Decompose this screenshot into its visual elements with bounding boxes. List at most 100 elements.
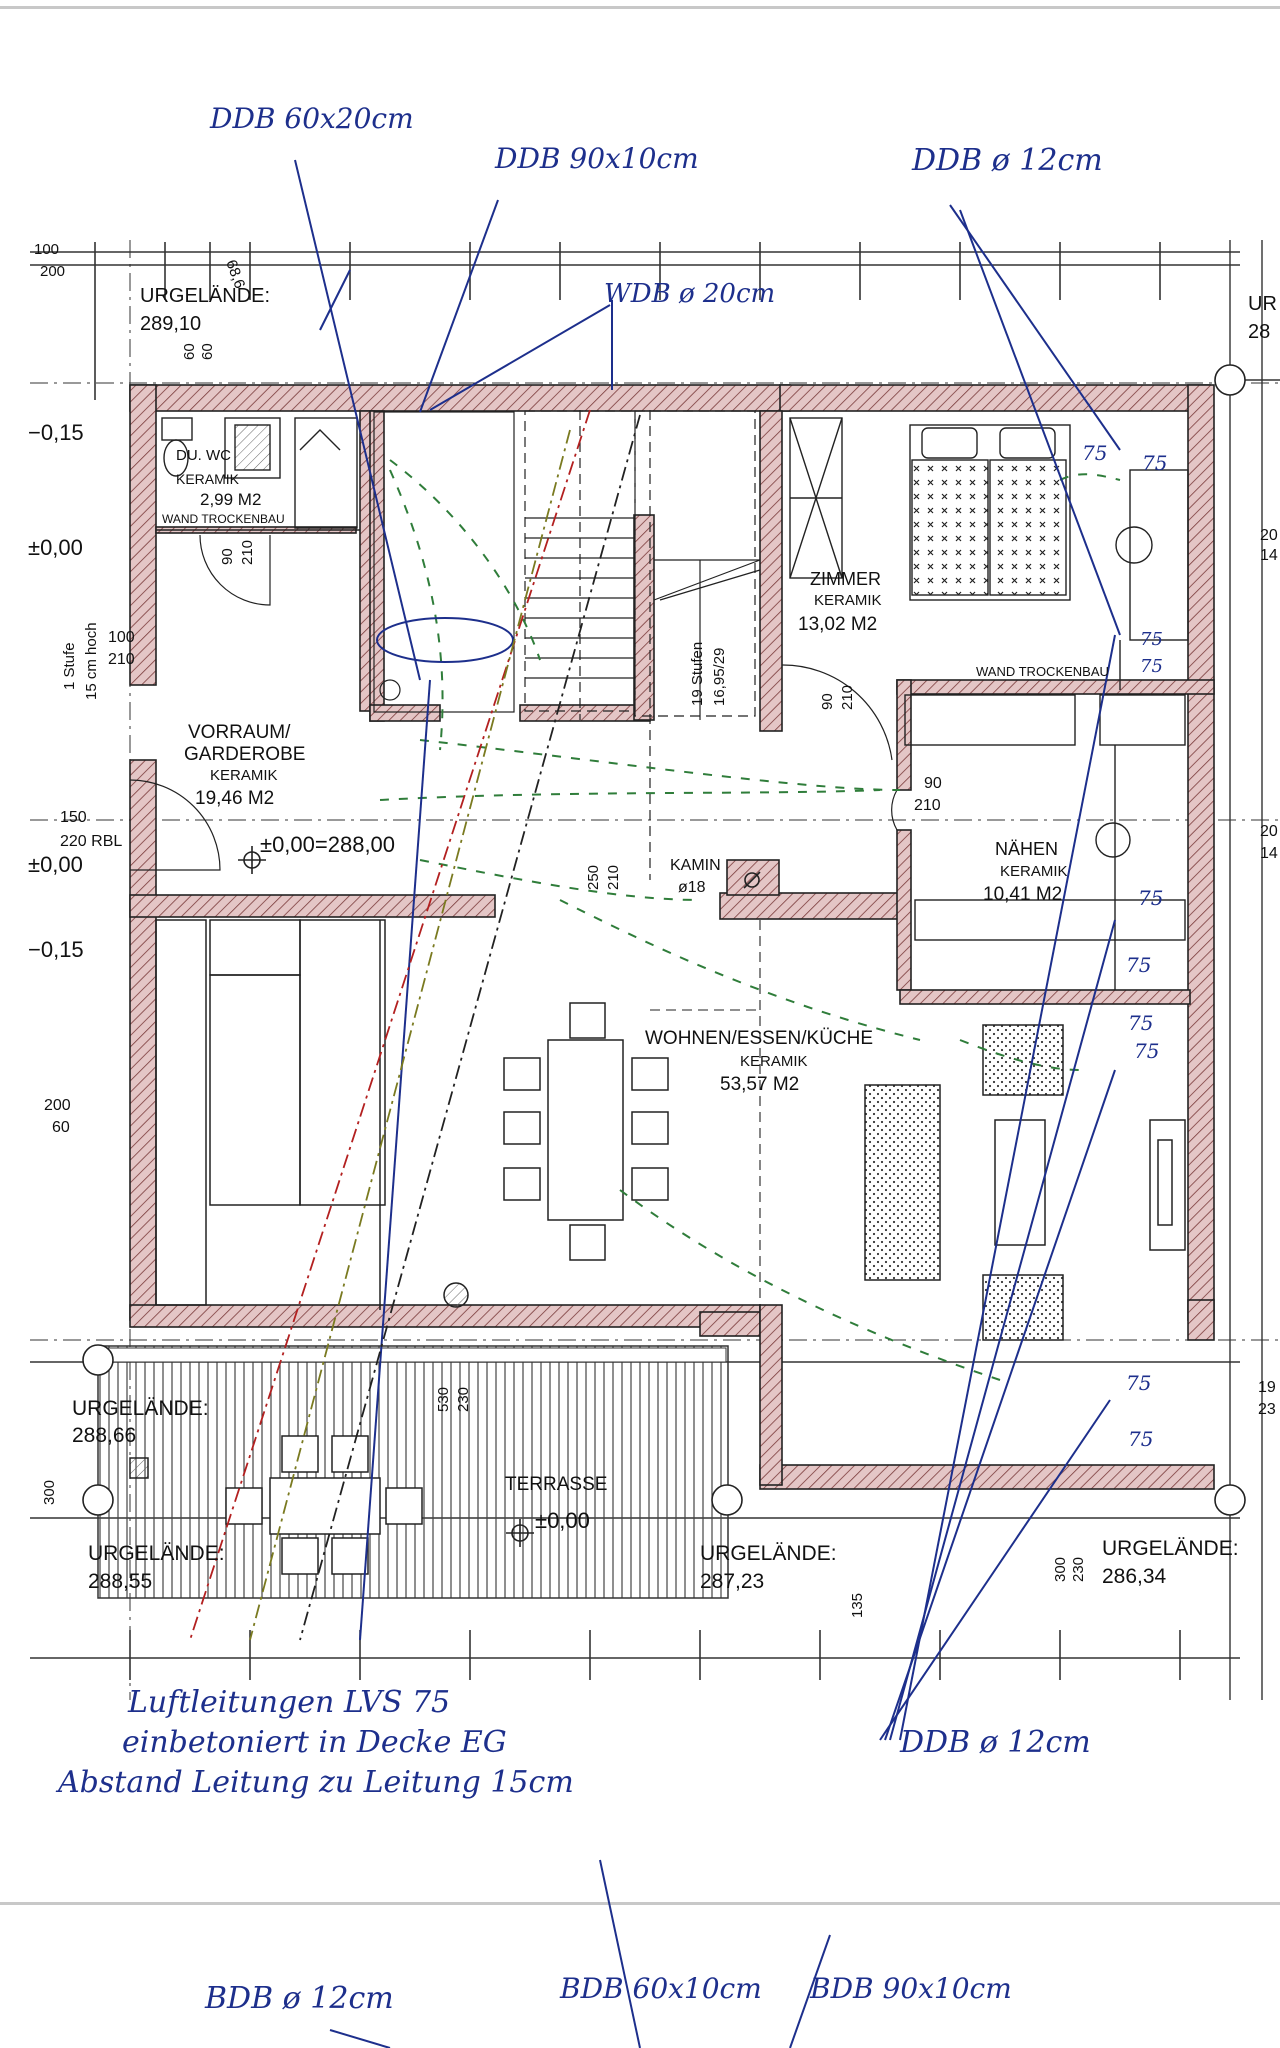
shower bbox=[373, 411, 515, 713]
hand-footer-1: BDB ø 12cm bbox=[204, 1981, 394, 2016]
scan-page-divider-bottom bbox=[0, 1902, 1280, 1905]
urgelaende-bl-value: 288,55 bbox=[88, 1570, 152, 1593]
zimmer-furniture bbox=[789, 417, 1189, 746]
level-main: ±0,00=288,00 bbox=[260, 832, 395, 857]
room-zimmer-area: 13,02 M2 bbox=[798, 614, 877, 635]
hand-note-2: einbetoniert in Decke EG bbox=[122, 1725, 507, 1760]
level-markers bbox=[238, 846, 761, 1547]
handwritten-ellipse bbox=[376, 617, 514, 663]
handwritten-green-curves bbox=[379, 459, 1121, 1381]
hand-top-2: DDB 90x10cm bbox=[494, 142, 699, 175]
kamin-size: ø18 bbox=[678, 879, 706, 896]
dim-100-top: 100 bbox=[34, 241, 59, 258]
handwritten-blue-lines bbox=[294, 159, 1121, 2048]
dim-230: 230 bbox=[455, 1387, 472, 1412]
urgelaende-left-label: URGELÄNDE: bbox=[72, 1397, 209, 1420]
hand-mark-75-1: 75 bbox=[1082, 441, 1107, 465]
room-terrasse-name: TERRASSE bbox=[505, 1474, 607, 1495]
dim-stufe-2: 15 cm hoch bbox=[83, 622, 100, 700]
scan-page-divider-top bbox=[0, 6, 1280, 9]
room-vorraum-area: 19,46 M2 bbox=[195, 788, 274, 809]
handwritten-annotations: DDB 60x20cm DDB 90x10cm DDB ø 12cm WDB ø… bbox=[55, 102, 1167, 2016]
terrace-floor bbox=[97, 1345, 729, 1599]
room-naehen-name: NÄHEN bbox=[995, 839, 1058, 859]
bottom-dimension-ticks bbox=[129, 1630, 1181, 1680]
dim-14-right: 14 bbox=[1260, 547, 1278, 564]
hand-mark-75-5: 75 bbox=[1138, 886, 1163, 910]
hand-note-3: Abstand Leitung zu Leitung 15cm bbox=[55, 1765, 574, 1800]
room-wohnen-area: 53,57 M2 bbox=[720, 1074, 799, 1095]
dim-20-right2: 20 bbox=[1260, 823, 1278, 840]
level-000-mid: ±0,00 bbox=[28, 852, 83, 877]
urgelaende-left-value: 288,66 bbox=[72, 1424, 136, 1447]
urgelaende-bm-label: URGELÄNDE: bbox=[700, 1542, 837, 1565]
hand-top-1: DDB 60x20cm bbox=[209, 102, 414, 135]
naehen-furniture bbox=[914, 745, 1186, 990]
hand-bottom-right: DDB ø 12cm bbox=[899, 1725, 1091, 1760]
urgelaende-bl-label: URGELÄNDE: bbox=[88, 1542, 225, 1565]
room-terrasse-level: ±0,00 bbox=[535, 1508, 590, 1533]
dim-60: 60 bbox=[52, 1119, 70, 1136]
hand-mark-75-8: 75 bbox=[1134, 1039, 1159, 1063]
room-naehen-area: 10,41 M2 bbox=[983, 884, 1062, 905]
room-zimmer-material: KERAMIK bbox=[814, 592, 882, 609]
room-vorraum-material: KERAMIK bbox=[210, 767, 278, 784]
wand-trockenbau-zimmer: WAND TROCKENBAU bbox=[976, 664, 1109, 679]
door-swings bbox=[129, 534, 898, 871]
dim-210-mid: 210 bbox=[605, 865, 622, 890]
urgelaende-top-value: 289,10 bbox=[140, 313, 201, 335]
room-wc-note: WAND TROCKENBAU bbox=[162, 512, 285, 526]
room-wohnen-material: KERAMIK bbox=[740, 1053, 808, 1070]
hand-footer-2: BDB 60x10cm bbox=[559, 1972, 762, 2005]
dim-wc-210: 210 bbox=[239, 540, 256, 565]
dim-250: 250 bbox=[585, 865, 602, 890]
level-m015-top: −0,15 bbox=[28, 420, 84, 445]
dim-19-right: 19 bbox=[1258, 1379, 1276, 1396]
level-m015-mid: −0,15 bbox=[28, 937, 84, 962]
living-furniture bbox=[155, 919, 1186, 1341]
room-vorraum-name1: VORRAUM/ bbox=[188, 722, 291, 743]
hand-note-1: Luftleitungen LVS 75 bbox=[127, 1685, 450, 1720]
dim-210: 210 bbox=[108, 651, 135, 668]
room-wc-area: 2,99 M2 bbox=[200, 490, 261, 509]
dim-stufe-1: 1 Stufe bbox=[61, 642, 78, 690]
hand-mark-75-4: 75 bbox=[1140, 656, 1163, 677]
dim-60a: 60 bbox=[181, 343, 198, 360]
hand-mark-75-7: 75 bbox=[1128, 1011, 1153, 1035]
dim-20-right: 20 bbox=[1260, 527, 1278, 544]
wc-fixtures bbox=[156, 417, 360, 531]
hand-mark-75-6: 75 bbox=[1126, 953, 1151, 977]
room-vorraum-name2: GARDEROBE bbox=[184, 744, 305, 765]
dim-zimmer-210: 210 bbox=[839, 685, 856, 710]
dim-200: 200 bbox=[44, 1097, 71, 1114]
ur-right-value: 28 bbox=[1248, 321, 1270, 343]
dim-100: 100 bbox=[108, 629, 135, 646]
urgelaende-br-label: URGELÄNDE: bbox=[1102, 1537, 1239, 1560]
dim-14-right2: 14 bbox=[1260, 845, 1278, 862]
urgelaende-bm-value: 287,23 bbox=[700, 1570, 764, 1593]
hand-mark-75-9: 75 bbox=[1126, 1371, 1151, 1395]
dim-210-zimmer: 210 bbox=[914, 797, 941, 814]
hand-mark-75-10: 75 bbox=[1128, 1427, 1153, 1451]
room-zimmer-name: ZIMMER bbox=[810, 569, 881, 589]
dim-300-right: 300 bbox=[1052, 1557, 1069, 1582]
dim-230-right: 230 bbox=[1070, 1557, 1087, 1582]
dim-stairs: 19 Stufen bbox=[689, 642, 706, 706]
handwritten-duct-lines bbox=[189, 409, 641, 1641]
dim-220: 220 RBL bbox=[60, 833, 122, 850]
dim-300-left: 300 bbox=[41, 1480, 58, 1505]
dim-530: 530 bbox=[435, 1387, 452, 1412]
dim-150: 150 bbox=[60, 809, 87, 826]
staircase bbox=[524, 410, 761, 880]
level-000-top: ±0,00 bbox=[28, 535, 83, 560]
dim-135: 135 bbox=[849, 1593, 866, 1618]
urgelaende-top-label: URGELÄNDE: bbox=[140, 285, 270, 307]
room-wohnen-name: WOHNEN/ESSEN/KÜCHE bbox=[645, 1028, 873, 1049]
dim-23-right: 23 bbox=[1258, 1401, 1276, 1418]
dim-90-zimmer: 90 bbox=[924, 775, 942, 792]
printed-labels: URGELÄNDE: 289,10 UR 28 −0,15 ±0,00 ±0,0… bbox=[28, 241, 1278, 1618]
kamin-label: KAMIN bbox=[670, 857, 721, 874]
room-wc-material: KERAMIK bbox=[176, 471, 240, 487]
dim-wc-90: 90 bbox=[219, 548, 236, 565]
